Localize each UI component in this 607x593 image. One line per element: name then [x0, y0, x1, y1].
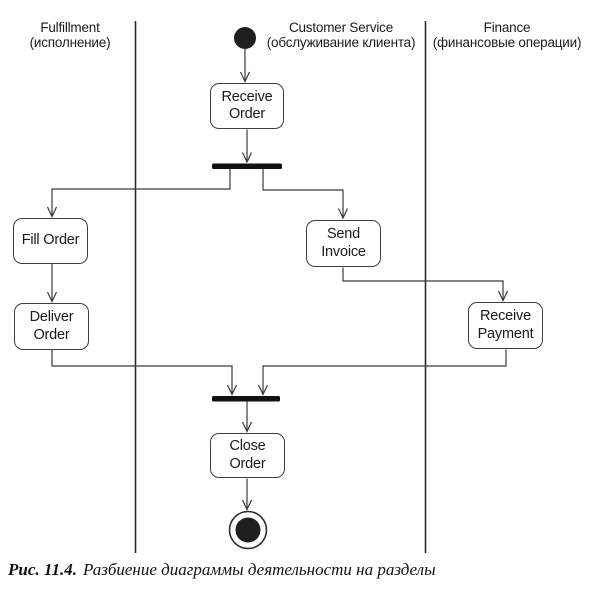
lane-header-customer-service: Customer Service (обслуживание клиента)	[266, 20, 416, 51]
activity-receive-payment: Receive Payment	[468, 302, 543, 349]
edge-receive-payment-to-join	[257, 349, 507, 396]
join-bar	[212, 396, 280, 402]
figure-caption-number: Рис. 11.4.	[8, 560, 77, 579]
lane-header-fulfillment: Fulfillment (исполнение)	[29, 20, 111, 51]
activity-close-order: Close Order	[210, 433, 285, 478]
fork-bar	[212, 163, 282, 169]
activity-deliver-order: Deliver Order	[14, 303, 89, 350]
final-node	[235, 517, 261, 543]
edge-deliver-order-to-join	[51, 350, 238, 396]
activity-send-invoice: Send Invoice	[306, 220, 381, 267]
initial-node	[234, 27, 256, 49]
figure-caption-text: Разбиение диаграммы деятельности на разд…	[82, 560, 436, 579]
activity-receive-order: Receive Order	[210, 83, 284, 129]
activity-fill-order: Fill Order	[13, 218, 88, 264]
edge-send-invoice-to-receive-payment	[342, 267, 509, 302]
edge-fork-to-send-invoice	[262, 169, 349, 220]
edge-fork-to-fill-order	[46, 169, 231, 218]
figure-caption: Рис. 11.4. Разбиение диаграммы деятельнос…	[8, 560, 600, 580]
lane-header-finance: Finance (финансовые операции)	[432, 20, 582, 51]
